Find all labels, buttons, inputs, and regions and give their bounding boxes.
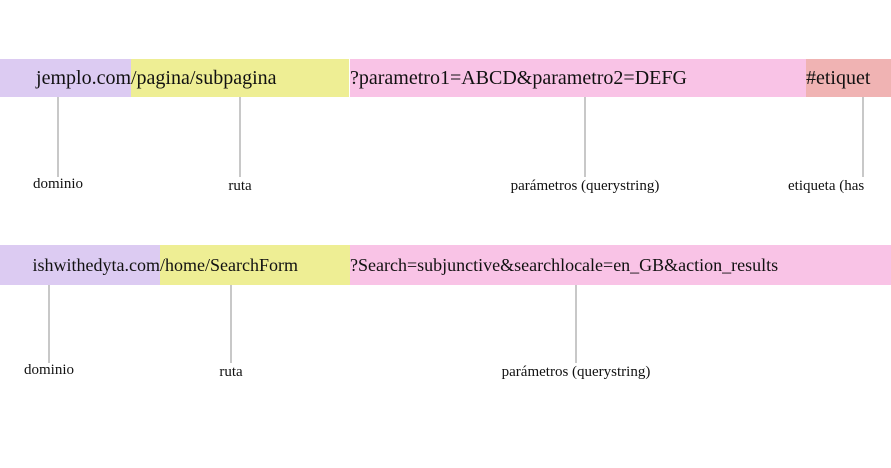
url1-domain-segment: jemplo.com [0,59,131,97]
url1-path-text: /pagina/subpagina [131,66,277,89]
url2-path-text: /home/SearchForm [160,254,298,275]
url1-domain-text: jemplo.com [36,66,131,89]
url2-path-connector [230,285,232,363]
url1-hash-label: etiqueta (has [788,178,865,194]
url1-domain-label: dominio [32,176,84,192]
url1-params-connector [584,97,586,177]
url2-domain-label: dominio [23,362,75,378]
url2-params-text: ?Search=subjunctive&searchlocale=en_GB&a… [350,254,779,275]
url2-domain-text: ishwithedyta.com [32,254,160,275]
url1-params-text: ?parametro1=ABCD&parametro2=DEFG [350,66,687,89]
url2-params-connector [575,285,577,363]
url2-path-segment: /home/SearchForm [160,245,350,285]
url1-hash-segment: #etiquet [806,59,891,97]
url1-hash-connector [862,97,864,177]
url2-domain-segment: ishwithedyta.com [0,245,160,285]
url1-params-segment: ?parametro1=ABCD&parametro2=DEFG [350,59,806,97]
url2-path-label: ruta [219,364,243,380]
url1-params-label: parámetros (querystring) [510,178,660,194]
url1-domain-connector [57,97,59,177]
url1-path-segment: /pagina/subpagina [131,59,349,97]
url1-path-label: ruta [228,178,252,194]
url2-params-segment: ?Search=subjunctive&searchlocale=en_GB&a… [350,245,891,285]
url1-hash-text: #etiquet [806,66,871,89]
url2-domain-connector [48,285,50,363]
url1-path-connector [239,97,241,177]
url2-params-label: parámetros (querystring) [501,364,651,380]
